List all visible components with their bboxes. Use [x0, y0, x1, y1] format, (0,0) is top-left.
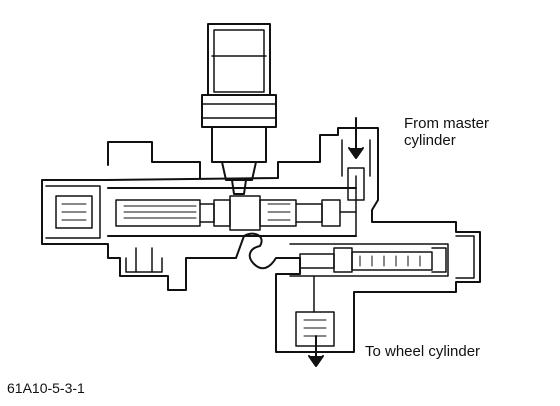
from-master-line2: cylinder	[404, 132, 456, 149]
lower-left-port	[125, 247, 163, 273]
pressure-switch	[201, 23, 277, 195]
spool-bore	[107, 187, 357, 237]
from-master-line1: From master	[404, 115, 490, 132]
master-inlet-passage	[339, 139, 371, 237]
wheel-outlet-passage	[295, 275, 335, 347]
valve-body	[41, 127, 481, 353]
to-wheel-label: To wheel cylinder	[365, 343, 481, 360]
figure-code: 61A10-5-3-1	[7, 380, 85, 396]
from-master-label: From master cylinder	[404, 115, 489, 149]
flow-arrows	[308, 117, 364, 367]
left-fitting	[45, 185, 101, 239]
proportioning-valve	[289, 235, 475, 279]
